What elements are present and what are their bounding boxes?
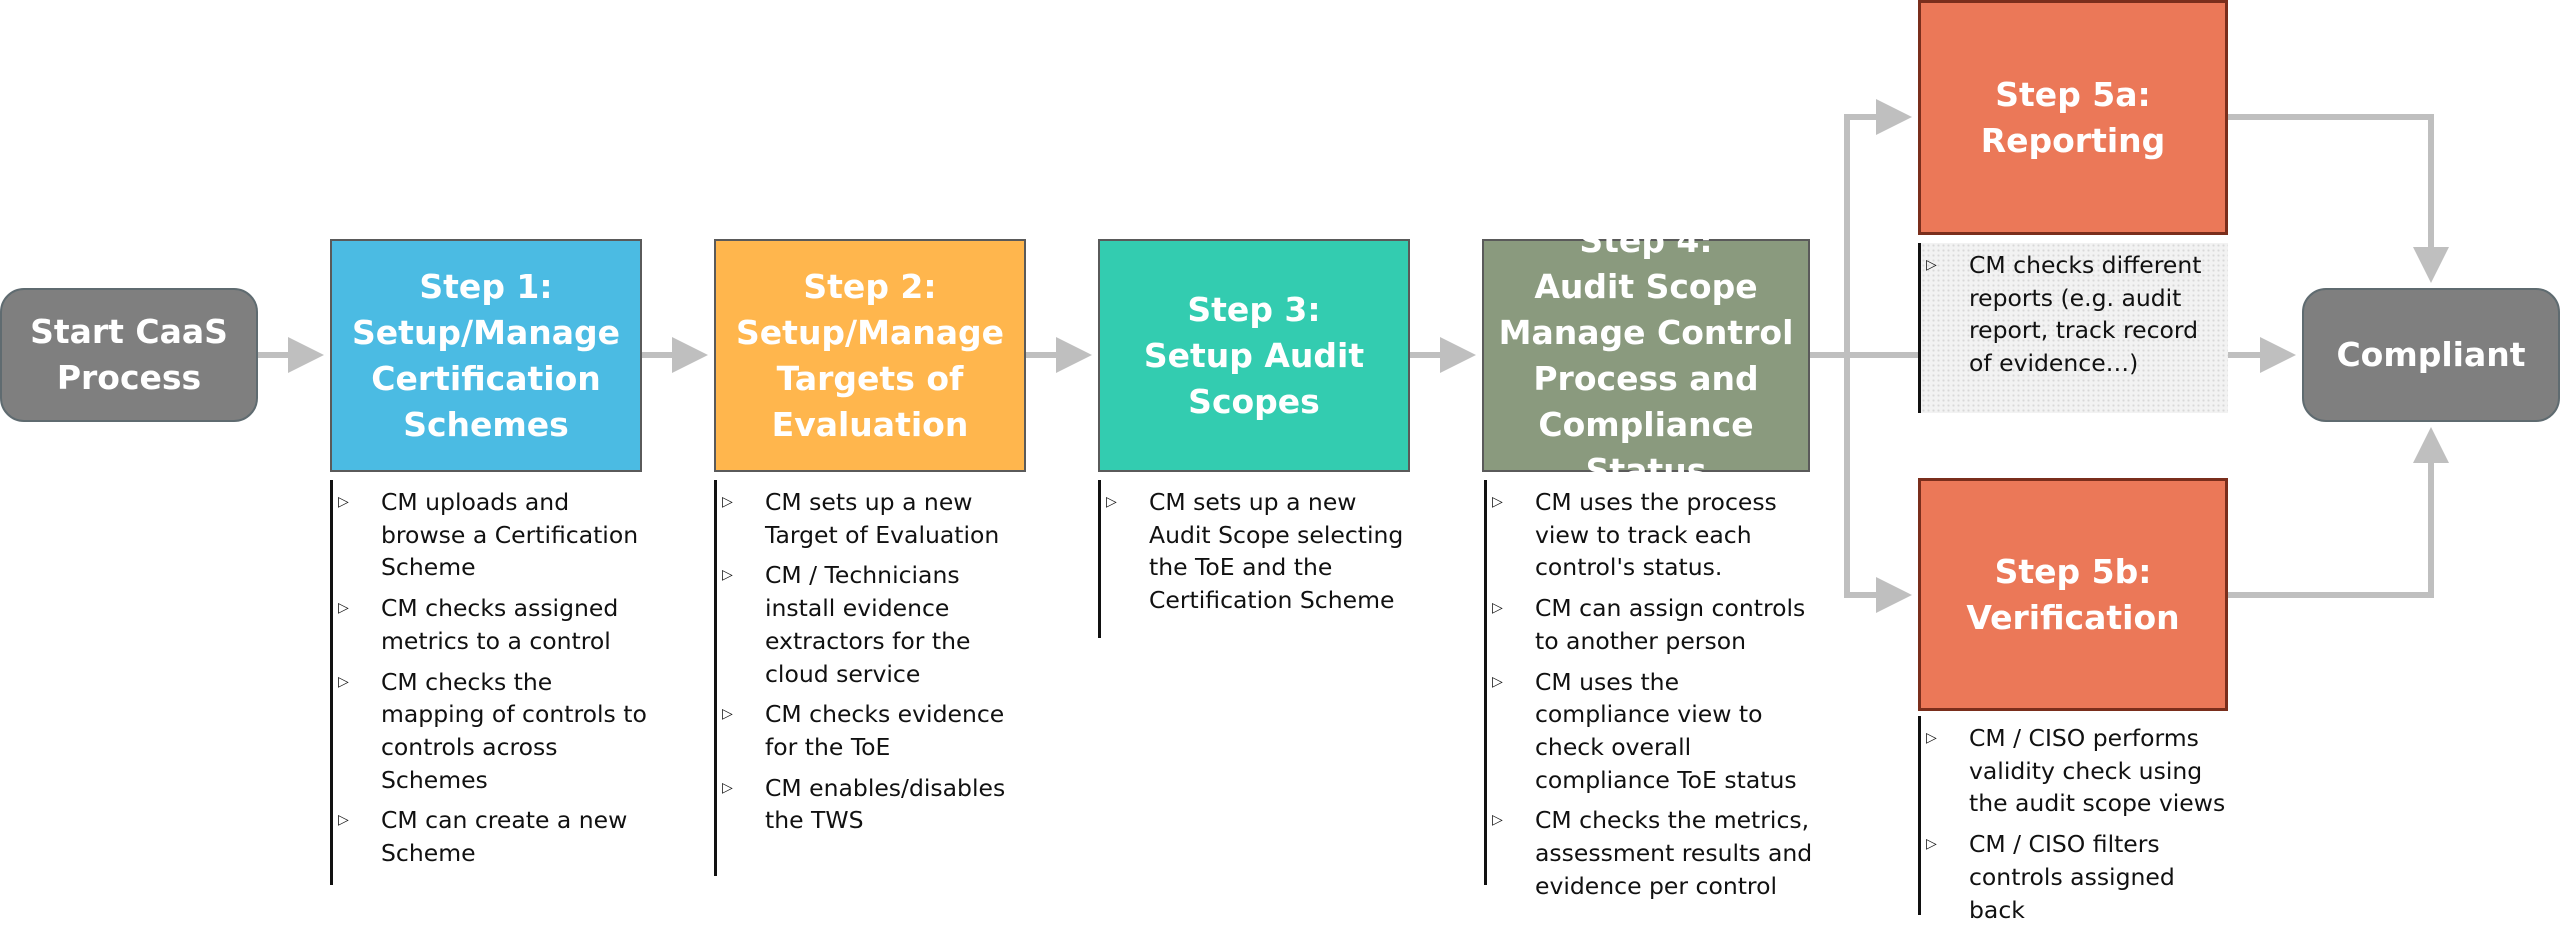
step3-box: Step 3: Setup Audit Scopes (1098, 239, 1410, 472)
step4-bullet-1: CM uses the process view to track each c… (1492, 486, 1814, 584)
step3-title: Step 3: Setup Audit Scopes (1143, 289, 1365, 421)
step4-box: Step 4: Audit Scope Manage Control Proce… (1482, 221, 1810, 490)
step2-bullets: CM sets up a new Target of Evaluation CM… (714, 480, 1024, 876)
start-terminal-label: Start CaaS Process (30, 312, 228, 397)
step2-box: Step 2: Setup/Manage Targets of Evaluati… (714, 239, 1026, 472)
step2-bullet-4: CM enables/disables the TWS (722, 772, 1024, 837)
arrow-branch-to-step5b (1844, 355, 1912, 613)
arrow-branch-to-step5a (1844, 99, 1912, 355)
step4-bullets: CM uses the process view to track each c… (1484, 480, 1814, 900)
step4-bullet-2: CM can assign controls to another person (1492, 592, 1814, 657)
arrow-step5b-to-compliant (2228, 427, 2449, 598)
step5b-bullets: CM / CISO performs validity check using … (1918, 716, 2228, 924)
step1-box: Step 1: Setup/Manage Certification Schem… (330, 239, 642, 472)
step4-bullet-3: CM uses the compliance view to check ove… (1492, 666, 1814, 797)
step3-bullets: CM sets up a new Audit Scope selecting t… (1098, 480, 1408, 638)
step4-bullet-4: CM checks the metrics, assessment result… (1492, 804, 1814, 902)
step1-bullet-3: CM checks the mapping of controls to con… (338, 666, 650, 797)
step1-bullet-4: CM can create a new Scheme (338, 804, 650, 869)
step2-bullet-1: CM sets up a new Target of Evaluation (722, 486, 1024, 551)
start-terminal: Start CaaS Process (0, 288, 258, 422)
step5a-bullets: CM checks different reports (e.g. audit … (1918, 243, 2228, 413)
step5a-bullet-1: CM checks different reports (e.g. audit … (1926, 249, 2228, 380)
step2-title: Step 2: Setup/Manage Targets of Evaluati… (736, 266, 1004, 444)
step2-bullet-3: CM checks evidence for the ToE (722, 698, 1024, 763)
arrow-step5a-to-compliant (2228, 114, 2449, 283)
step3-bullet-1: CM sets up a new Audit Scope selecting t… (1106, 486, 1408, 617)
step5a-box: Step 5a: Reporting (1918, 0, 2228, 235)
step5b-bullet-1: CM / CISO performs validity check using … (1926, 722, 2228, 820)
step1-title: Step 1: Setup/Manage Certification Schem… (352, 266, 620, 444)
step1-bullets: CM uploads and browse a Certification Sc… (330, 480, 650, 885)
step1-bullet-2: CM checks assigned metrics to a control (338, 592, 650, 657)
step1-bullet-1: CM uploads and browse a Certification Sc… (338, 486, 650, 584)
step5b-box: Step 5b: Verification (1918, 478, 2228, 711)
compliant-terminal-label: Compliant (2336, 335, 2526, 374)
step5b-bullet-2: CM / CISO filters controls assigned back (1926, 828, 2228, 926)
step5b-title: Step 5b: Verification (1966, 551, 2180, 637)
step5a-title: Step 5a: Reporting (1980, 74, 2166, 160)
step2-bullet-2: CM / Technicians install evidence extrac… (722, 559, 1024, 690)
step4-title: Step 4: Audit Scope Manage Control Proce… (1498, 220, 1794, 490)
compliant-terminal: Compliant (2302, 288, 2560, 422)
